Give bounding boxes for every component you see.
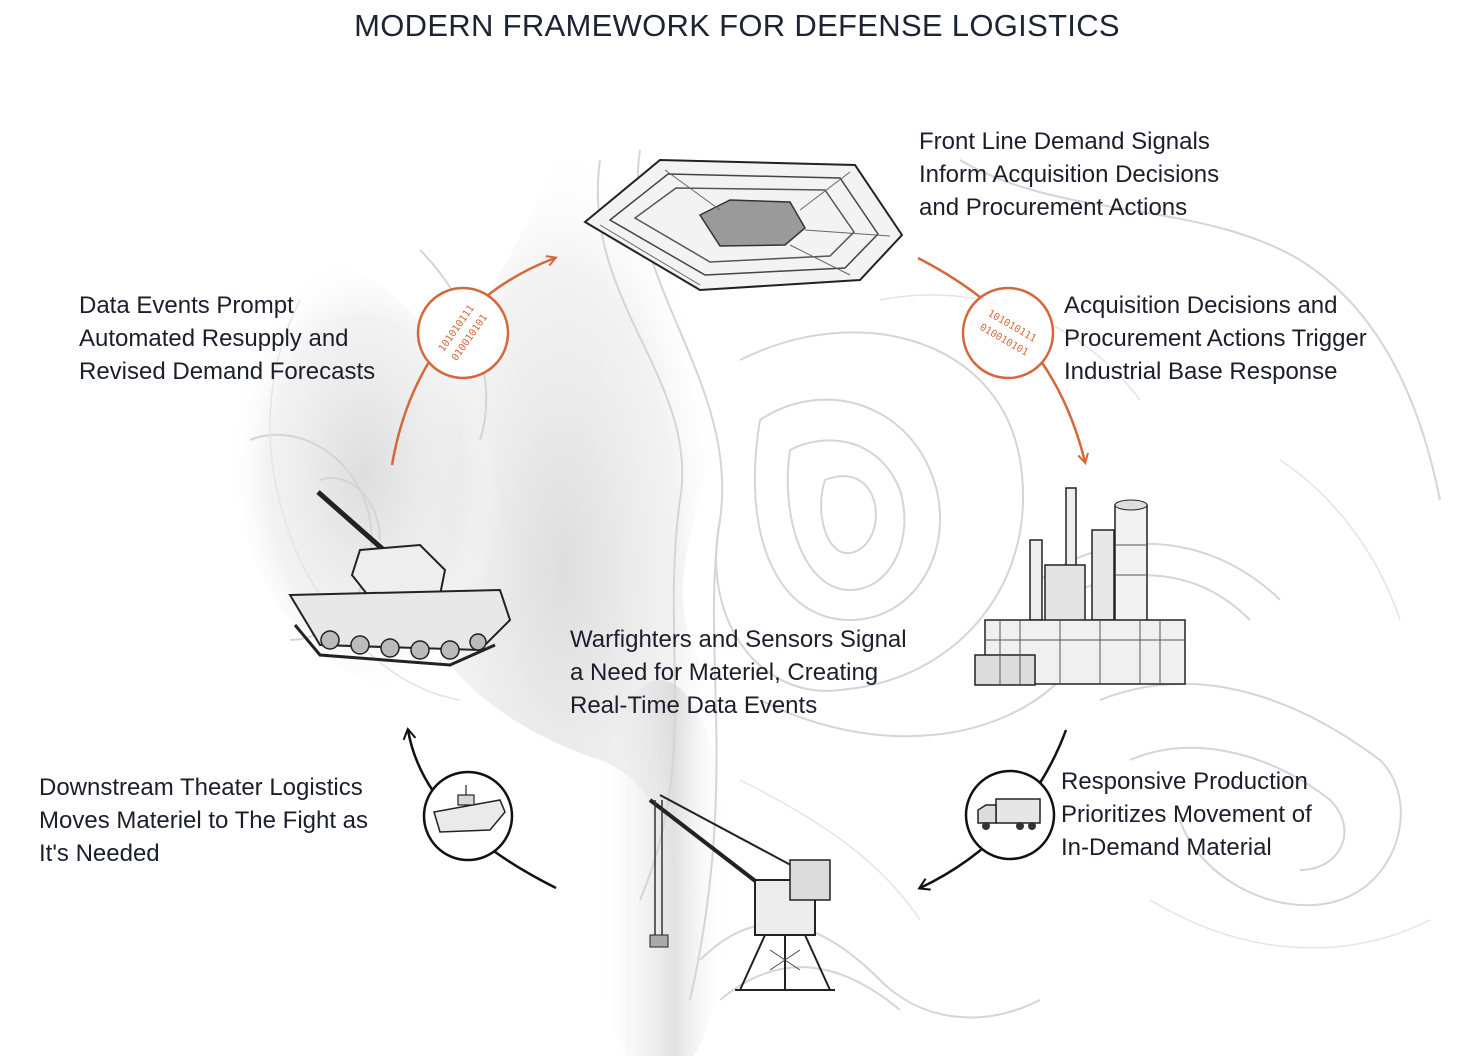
label-line: Data Events Prompt xyxy=(79,292,294,319)
factory-icon xyxy=(974,487,1186,686)
label-line: Revised Demand Forecasts xyxy=(79,358,376,385)
binary-badge-left: 101010111 010010101 xyxy=(416,286,510,380)
binary-badge-right: 101010111 010010101 xyxy=(961,286,1055,380)
ship-icon xyxy=(433,785,506,833)
label-line: Moves Materiel to The Fight as xyxy=(39,807,369,834)
label-warfighters-sensors: Warfighters and Sensors Signal a Need fo… xyxy=(570,623,907,722)
label-line: Acquisition Decisions and xyxy=(1064,292,1338,319)
label-line: a Need for Materiel, Creating xyxy=(570,659,879,686)
label-line: Responsive Production xyxy=(1061,768,1308,795)
label-line: Downstream Theater Logistics xyxy=(39,774,363,801)
truck-badge xyxy=(964,769,1056,861)
label-line: Procurement Actions Trigger xyxy=(1064,325,1367,352)
label-line: Prioritizes Movement of xyxy=(1061,801,1312,828)
truck-icon xyxy=(977,798,1041,830)
label-line: Inform Acquisition Decisions xyxy=(919,161,1220,188)
label-line: Real-Time Data Events xyxy=(570,692,818,719)
label-line: Industrial Base Response xyxy=(1064,358,1338,385)
label-downstream-theater: Downstream Theater Logistics Moves Mater… xyxy=(39,771,368,870)
ship-badge xyxy=(422,770,514,862)
label-line: In-Demand Material xyxy=(1061,834,1272,861)
label-line: and Procurement Actions xyxy=(919,194,1188,221)
tank-icon xyxy=(288,490,512,667)
label-line: Front Line Demand Signals xyxy=(919,128,1210,155)
label-front-line-demand: Front Line Demand Signals Inform Acquisi… xyxy=(919,125,1219,224)
pentagon-icon xyxy=(583,158,904,292)
label-responsive-production: Responsive Production Prioritizes Moveme… xyxy=(1061,765,1312,864)
label-acquisition-decisions: Acquisition Decisions and Procurement Ac… xyxy=(1064,289,1367,388)
page-title: MODERN FRAMEWORK FOR DEFENSE LOGISTICS xyxy=(354,8,1120,43)
crane-icon xyxy=(648,794,835,991)
label-line: Automated Resupply and xyxy=(79,325,349,352)
label-line: It's Needed xyxy=(39,840,160,867)
label-line: Warfighters and Sensors Signal xyxy=(570,626,907,653)
label-data-events: Data Events Prompt Automated Resupply an… xyxy=(79,289,375,388)
